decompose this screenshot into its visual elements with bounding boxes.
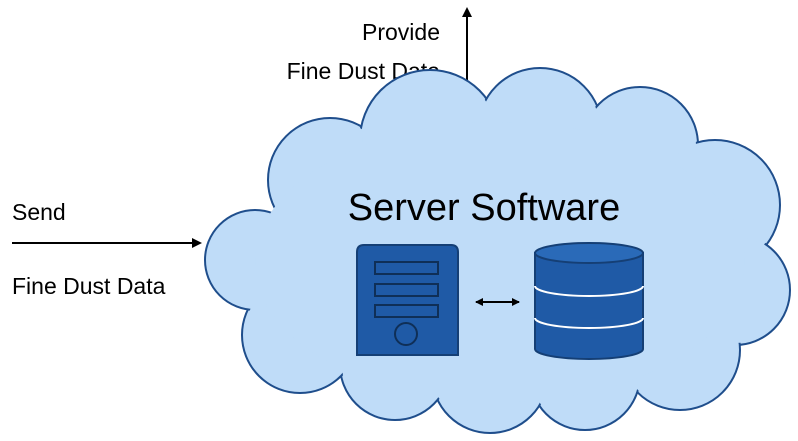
send-label-line1: Send bbox=[12, 199, 66, 225]
provide-label-line1: Provide bbox=[362, 19, 440, 45]
cloud-title: Server Software bbox=[348, 187, 620, 229]
server-icon bbox=[356, 244, 459, 356]
send-label-line2: Fine Dust Data bbox=[12, 273, 166, 299]
send-data-group: Send Fine Dust Data bbox=[12, 199, 202, 299]
database-icon bbox=[534, 242, 644, 360]
cloud-shape bbox=[204, 67, 791, 434]
